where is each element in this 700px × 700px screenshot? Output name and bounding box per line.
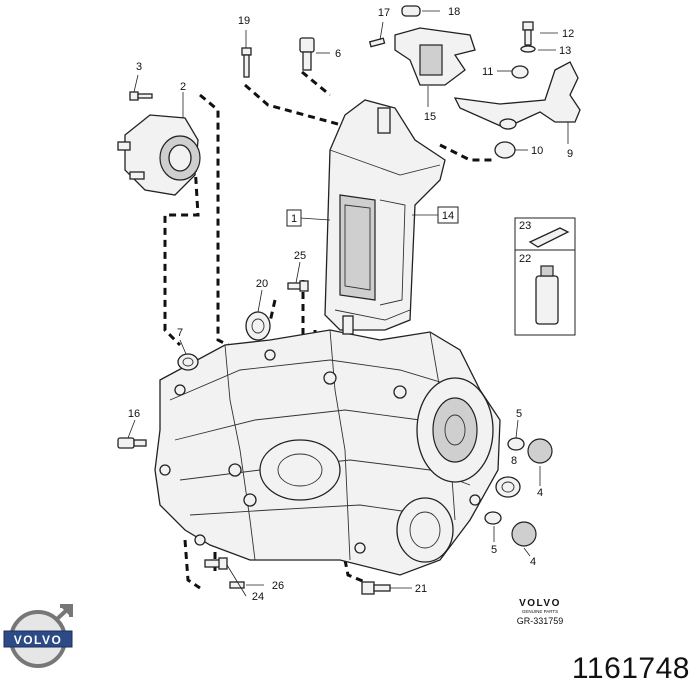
logo-wordmark: VOLVO [14,633,63,647]
callout-14-box: 14 [437,206,459,224]
small-hardware [117,5,553,595]
gearbox-housing [154,329,501,576]
callout-16: 16 [128,408,140,420]
release-bearing-part-2 [117,114,201,196]
callout-14: 14 [442,210,454,222]
callout-22: 22 [519,253,531,265]
callout-5-lower: 5 [491,544,497,556]
callout-9: 9 [567,148,573,160]
callout-4-upper: 4 [537,487,543,499]
callout-18: 18 [448,6,460,18]
service-kit-box [514,217,576,336]
callout-21: 21 [415,583,427,595]
shift-housing-part-14 [324,99,446,335]
callout-2: 2 [180,81,186,93]
callout-23: 23 [519,220,531,232]
drawing-code: GR-331759 [517,616,564,626]
volvo-logo: VOLVO [3,604,73,668]
callout-7: 7 [177,327,183,339]
volvo-genuine-parts-mark: VOLVO GENUINE PARTS GR-331759 [517,598,564,626]
callout-19: 19 [238,15,250,27]
callout-1-box: 1 [286,209,302,227]
callout-labels: 19 17 18 12 13 6 11 3 2 15 9 10 14 1 23 … [128,6,574,603]
callout-8: 8 [511,455,517,467]
leader-lines [127,10,569,597]
callout-13: 13 [559,45,571,57]
callout-12: 12 [562,28,574,40]
callout-17: 17 [378,7,390,19]
callout-6: 6 [335,48,341,60]
callout-4-lower: 4 [530,556,536,568]
brand-wordmark: VOLVO [519,598,561,609]
callout-5-upper: 5 [516,408,522,420]
callout-24: 24 [252,591,264,603]
callout-1: 1 [291,213,297,225]
callout-10: 10 [531,145,543,157]
selector-part-15 [394,27,476,86]
callout-20: 20 [256,278,268,290]
callout-11: 11 [482,66,493,78]
lever-bracket-part-9 [453,61,581,130]
callout-15: 15 [424,111,436,123]
part-number: 1161748 [571,652,690,685]
callout-26: 26 [272,580,284,592]
callout-3: 3 [136,61,142,73]
brand-subtitle: GENUINE PARTS [522,609,558,614]
callout-25: 25 [294,250,306,262]
